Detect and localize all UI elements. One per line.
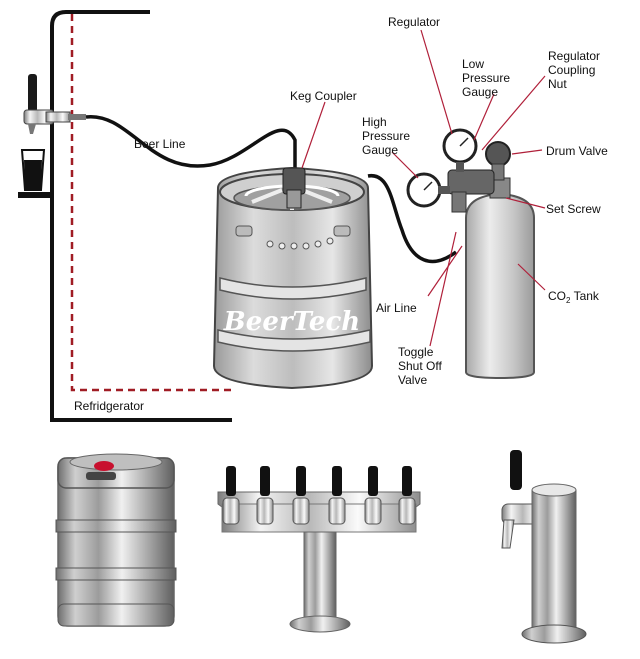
label-beer-line: Beer Line — [134, 137, 186, 151]
keg-photo — [55, 453, 177, 627]
high-pressure-gauge — [406, 172, 450, 208]
six-tap-tower — [217, 466, 421, 633]
label-drum-valve: Drum Valve — [546, 144, 608, 158]
wall-faucet — [23, 74, 86, 134]
keg-illustration: BeerTech — [212, 166, 374, 390]
label-low-pressure-1: Low — [462, 57, 484, 71]
co2-tank-illustration — [447, 141, 535, 380]
air-line-tube — [367, 174, 458, 263]
beer-line — [85, 115, 297, 170]
label-reg-coupling-1: Regulator — [548, 49, 600, 63]
label-high-pressure-3: Gauge — [362, 143, 398, 157]
label-low-pressure-3: Gauge — [462, 85, 498, 99]
label-co2-tank-a: CO — [548, 289, 566, 303]
refrigerator-walls — [50, 10, 232, 422]
label-leaders — [301, 29, 546, 347]
label-low-pressure-2: Pressure — [462, 71, 510, 85]
label-reg-coupling-2: Coupling — [548, 63, 595, 77]
single-tap-tower — [501, 450, 587, 644]
label-toggle-2: Shut Off — [398, 359, 442, 373]
label-set-screw: Set Screw — [546, 202, 601, 216]
diagram-labels: Regulator Low Pressure Gauge Regulator C… — [74, 15, 608, 413]
refrigerator-dashed-line — [70, 14, 232, 392]
label-toggle-3: Valve — [398, 373, 427, 387]
label-co2-tank-sub: 2 — [566, 296, 571, 305]
label-refrigerator: Refridgerator — [74, 399, 144, 413]
label-regulator: Regulator — [388, 15, 440, 29]
label-keg-coupler: Keg Coupler — [290, 89, 357, 103]
label-co2-tank: CO2 Tank — [548, 289, 600, 305]
label-high-pressure-2: Pressure — [362, 129, 410, 143]
label-reg-coupling-3: Nut — [548, 77, 567, 91]
label-toggle-1: Toggle — [398, 345, 434, 359]
label-high-pressure-1: High — [362, 115, 387, 129]
label-air-line: Air Line — [376, 301, 417, 315]
glass-shelf — [18, 149, 52, 198]
brand-text: BeerTech — [223, 307, 360, 337]
low-pressure-gauge — [442, 128, 478, 172]
label-co2-tank-b: Tank — [570, 289, 599, 303]
